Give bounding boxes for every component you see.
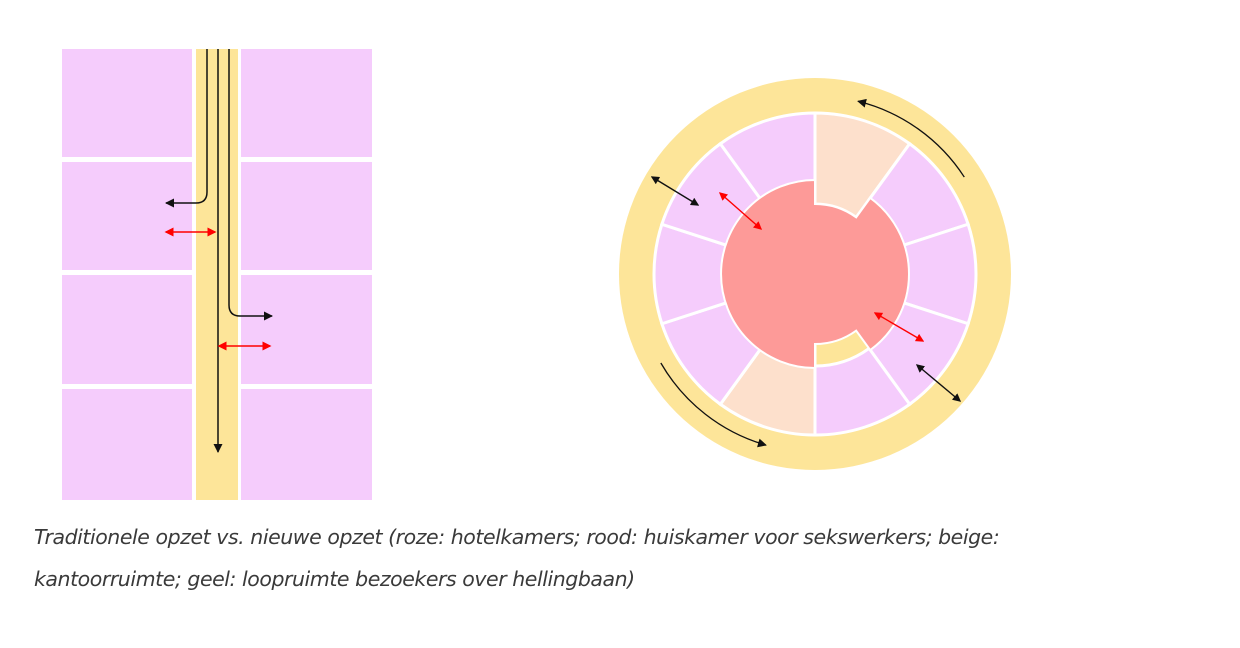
corridor-walkway bbox=[196, 49, 238, 500]
visitor-path-arrow bbox=[228, 49, 273, 321]
diagram-figure bbox=[62, 49, 1011, 500]
visitor-access-double-arrow bbox=[915, 364, 962, 402]
hotel-room bbox=[62, 49, 192, 157]
hotel-room bbox=[241, 275, 372, 384]
hotel-room bbox=[62, 389, 192, 500]
caption-line-2: kantoorruimte; geel: loopruimte bezoeker… bbox=[34, 567, 635, 591]
living-room-sex-workers bbox=[720, 178, 910, 370]
new-layout-diagram bbox=[619, 78, 1011, 470]
visitor-access-double-arrow bbox=[650, 176, 700, 206]
figure-caption: Traditionele opzet vs. nieuwe opzet (roz… bbox=[34, 516, 1000, 600]
walk-direction-arrow bbox=[660, 362, 767, 448]
visitor-path-arrow bbox=[165, 49, 208, 208]
hotel-room bbox=[241, 162, 372, 270]
contact-double-arrow bbox=[873, 312, 925, 342]
hotel-room bbox=[241, 389, 372, 500]
hotel-room bbox=[62, 162, 192, 270]
caption-line-1: Traditionele opzet vs. nieuwe opzet (roz… bbox=[34, 525, 1000, 549]
traditional-layout-diagram bbox=[62, 49, 372, 500]
hotel-room bbox=[62, 275, 192, 384]
contact-double-arrow bbox=[718, 192, 763, 230]
hotel-room bbox=[241, 49, 372, 157]
walk-direction-arrow bbox=[857, 98, 965, 178]
